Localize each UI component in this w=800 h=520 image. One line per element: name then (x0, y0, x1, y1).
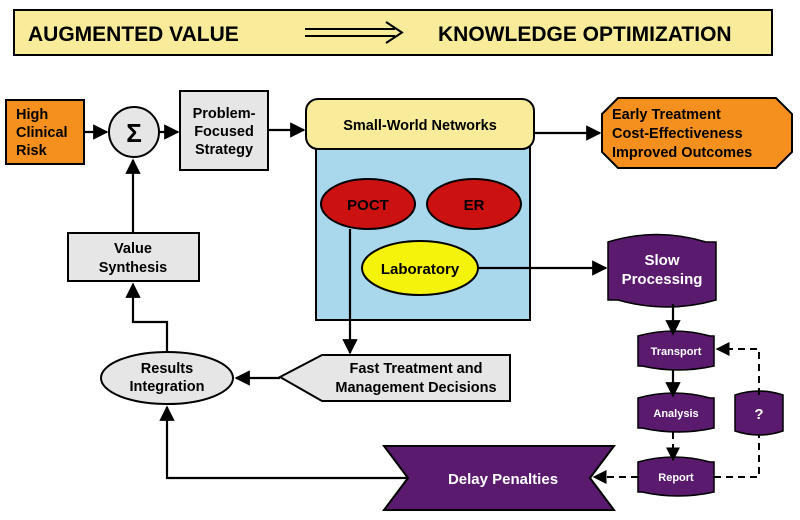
poct-node (320, 178, 416, 230)
strategy-line-3: Strategy (195, 142, 253, 158)
risk-line-3: Risk (16, 143, 48, 159)
report-label: Report (658, 472, 694, 484)
dashed-connectors (592, 342, 760, 484)
slow-line-1: Slow (644, 252, 679, 269)
question-label: ? (754, 406, 763, 423)
outcomes-line-1: Early Treatment (612, 107, 721, 123)
laboratory-label: Laboratory (381, 261, 460, 278)
banner-right-text: KNOWLEDGE OPTIMIZATION (438, 23, 732, 46)
results-integration-node (100, 351, 234, 405)
strategy-line-1: Problem- (193, 106, 256, 122)
er-label: ER (464, 197, 485, 214)
risk-line-1: High (16, 107, 48, 123)
line-report-to-question (714, 435, 760, 478)
double-arrow-icon (305, 21, 404, 44)
delay-label: Delay Penalties (448, 471, 558, 488)
slow-line-2: Processing (622, 271, 703, 288)
arrow-question-to-transport (715, 342, 760, 395)
strategy-box (179, 90, 269, 171)
slow-processing-box (607, 233, 717, 308)
strategy-line-2: Focused (194, 124, 254, 140)
banner-left-text: AUGMENTED VALUE (28, 23, 239, 46)
value-line-1: Value (114, 241, 152, 257)
sigma-icon: Σ (126, 118, 142, 148)
risk-line-2: Clinical (16, 125, 68, 141)
arrow-results-to-value (125, 282, 169, 352)
arrow-delay-to-results (159, 405, 408, 480)
outcomes-line-3: Improved Outcomes (612, 145, 752, 161)
banner-box (13, 9, 773, 56)
fast-line-1: Fast Treatment and (350, 361, 483, 377)
analysis-box (637, 392, 715, 433)
networks-header (305, 98, 535, 150)
networks-label: Small-World Networks (343, 118, 497, 134)
transport-box (637, 330, 715, 371)
connectors (84, 122, 681, 480)
results-line-2: Integration (130, 379, 205, 395)
results-line-1: Results (141, 361, 193, 377)
outcomes-box (601, 97, 793, 169)
fast-treatment-box (277, 354, 511, 402)
poct-label: POCT (347, 197, 389, 214)
question-box (734, 390, 784, 436)
outcomes-line-2: Cost-Effectiveness (612, 126, 743, 142)
analysis-label: Analysis (653, 408, 698, 420)
value-synthesis-box (67, 232, 200, 282)
transport-label: Transport (651, 346, 702, 358)
er-node (426, 178, 522, 230)
report-box (637, 456, 715, 497)
fast-line-2: Management Decisions (335, 380, 496, 396)
value-line-2: Synthesis (99, 260, 168, 276)
